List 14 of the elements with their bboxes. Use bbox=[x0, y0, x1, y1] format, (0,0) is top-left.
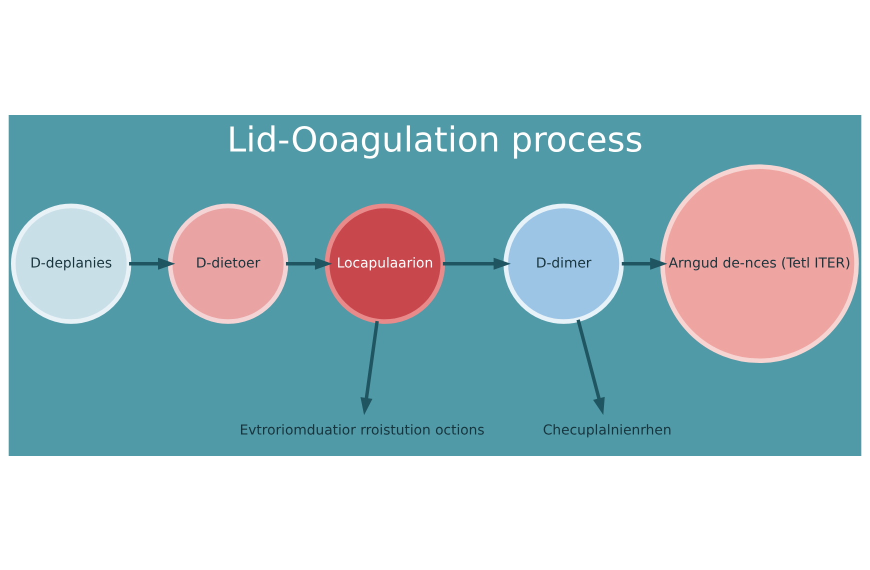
node-text: Evtroriomduatior rroistution octions bbox=[240, 422, 485, 438]
arrow bbox=[360, 320, 379, 415]
node-circle: Arngud de-nces (Tetl ITER) bbox=[660, 164, 859, 363]
node-circle: D-deplanies bbox=[11, 203, 132, 324]
arrow bbox=[286, 257, 332, 270]
node-circle: D-dietoer bbox=[168, 203, 288, 324]
arrow bbox=[129, 257, 176, 270]
arrow bbox=[622, 257, 668, 270]
arrow bbox=[576, 318, 605, 414]
arrow bbox=[442, 257, 511, 270]
node-circle: Locapulaarion bbox=[324, 203, 446, 324]
node-circle: D-dimer bbox=[504, 203, 624, 324]
node-text: Checuplalnienrhen bbox=[542, 422, 672, 438]
diagram-title: Lid-Ooagulation process bbox=[227, 120, 643, 160]
